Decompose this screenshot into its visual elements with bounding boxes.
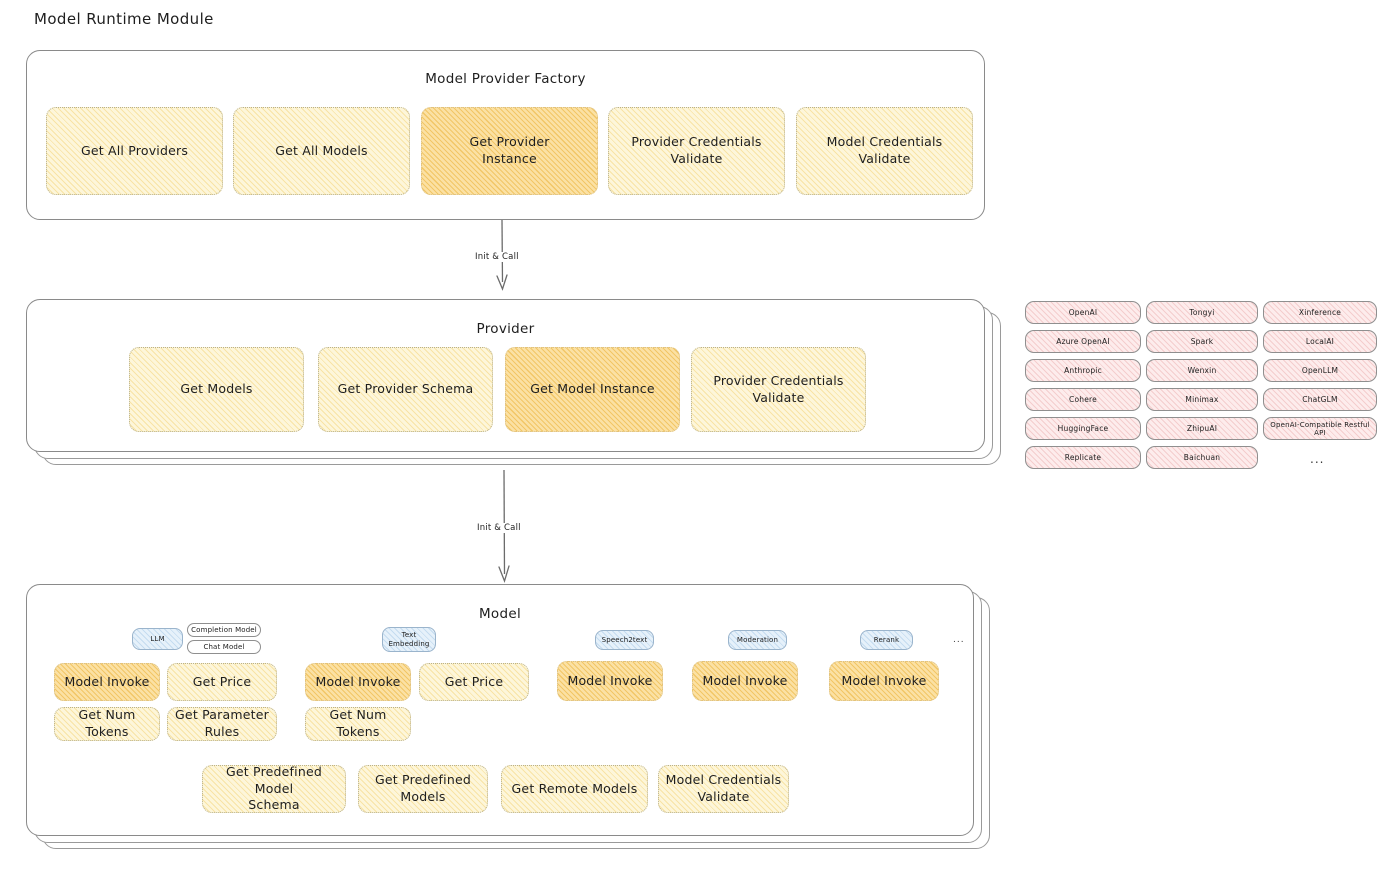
model-llm-method-model-invoke-highlight[interactable]: Model Invoke bbox=[54, 663, 160, 701]
provider-chip-zhipuai[interactable]: ZhipuAI bbox=[1146, 417, 1258, 440]
model-embedding-method-model-invoke[interactable]: Model Invoke bbox=[305, 663, 411, 701]
model-llm-method-get-num-tokens[interactable]: Get Num Tokens bbox=[54, 707, 160, 741]
factory-node-model-credentials-validate[interactable]: Model Credentials Validate bbox=[796, 107, 973, 195]
model-llm-method-get-price[interactable]: Get Price bbox=[167, 663, 277, 701]
connector-provider-to-model bbox=[482, 469, 526, 590]
provider-node-get-provider-schema[interactable]: Get Provider Schema bbox=[318, 347, 493, 432]
model-llm-method-get-parameter-rules[interactable]: Get Parameter Rules bbox=[167, 707, 277, 741]
model-provider-factory-title: Model Provider Factory bbox=[425, 71, 586, 87]
model-title: Model bbox=[478, 606, 522, 622]
factory-node-get-provider-instance[interactable]: Get Provider Instance bbox=[421, 107, 598, 195]
model-moderation-method-model-invoke[interactable]: Model Invoke bbox=[692, 661, 798, 701]
provider-chip-wenxin[interactable]: Wenxin bbox=[1146, 359, 1258, 382]
model-rerank-method-model-invoke[interactable]: Model Invoke bbox=[829, 661, 939, 701]
factory-node-provider-credentials-validate[interactable]: Provider Credentials Validate bbox=[608, 107, 785, 195]
model-shared-method-get-remote-models[interactable]: Get Remote Models bbox=[501, 765, 648, 813]
page-title: Model Runtime Module bbox=[34, 10, 214, 28]
model-speech2text-method-model-invoke[interactable]: Model Invoke bbox=[557, 661, 663, 701]
model-type-pill-text-embedding[interactable]: Text Embedding bbox=[382, 627, 436, 652]
provider-list-ellipsis: ... bbox=[1310, 452, 1325, 466]
provider-chip-anthropic[interactable]: Anthropic bbox=[1025, 359, 1141, 382]
connector-label-init-call-bottom: Init & Call bbox=[474, 523, 524, 533]
model-type-pill-moderation[interactable]: Moderation bbox=[728, 630, 787, 650]
model-provider-factory-container: Model Provider Factory Get All Providers… bbox=[26, 50, 985, 220]
provider-chip-cohere[interactable]: Cohere bbox=[1025, 388, 1141, 411]
provider-chip-chatglm[interactable]: ChatGLM bbox=[1263, 388, 1377, 411]
arrow-down-icon bbox=[498, 469, 510, 583]
provider-chip-spark[interactable]: Spark bbox=[1146, 330, 1258, 353]
provider-chip-tongyi[interactable]: Tongyi bbox=[1146, 301, 1258, 324]
provider-node-provider-credentials-validate[interactable]: Provider Credentials Validate bbox=[691, 347, 866, 432]
model-type-pill-completion-model[interactable]: Completion Model bbox=[187, 623, 261, 637]
provider-title: Provider bbox=[476, 321, 535, 337]
connector-label-init-call-top: Init & Call bbox=[472, 252, 522, 262]
model-shared-method-get-predefined-models[interactable]: Get Predefined Models bbox=[358, 765, 488, 813]
provider-chip-localai[interactable]: LocalAI bbox=[1263, 330, 1377, 353]
model-embedding-method-get-num-tokens[interactable]: Get Num Tokens bbox=[305, 707, 411, 741]
connector-factory-to-provider bbox=[480, 219, 524, 300]
provider-container: Provider Get Models Get Provider Schema … bbox=[26, 299, 985, 452]
provider-chip-openai[interactable]: OpenAI bbox=[1025, 301, 1141, 324]
provider-chip-azure-openai[interactable]: Azure OpenAI bbox=[1025, 330, 1141, 353]
provider-chip-minimax[interactable]: Minimax bbox=[1146, 388, 1258, 411]
model-container: Model LLM Completion Model Chat Model Te… bbox=[26, 584, 974, 836]
provider-chip-xinference[interactable]: Xinference bbox=[1263, 301, 1377, 324]
provider-node-get-model-instance[interactable]: Get Model Instance bbox=[505, 347, 680, 432]
provider-chip-baichuan[interactable]: Baichuan bbox=[1146, 446, 1258, 469]
model-embedding-method-get-price[interactable]: Get Price bbox=[419, 663, 529, 701]
model-type-pill-rerank[interactable]: Rerank bbox=[860, 630, 913, 650]
model-shared-method-get-predefined-model-schema[interactable]: Get Predefined Model Schema bbox=[202, 764, 346, 813]
provider-chip-replicate[interactable]: Replicate bbox=[1025, 446, 1141, 469]
provider-chip-openai-compatible-restful-api[interactable]: OpenAI-Compatible Restful API bbox=[1263, 417, 1377, 440]
model-type-pill-llm[interactable]: LLM bbox=[132, 628, 183, 650]
provider-node-get-models[interactable]: Get Models bbox=[129, 347, 304, 432]
factory-node-get-all-models[interactable]: Get All Models bbox=[233, 107, 410, 195]
factory-node-get-all-providers[interactable]: Get All Providers bbox=[46, 107, 223, 195]
model-types-ellipsis: ... bbox=[953, 635, 965, 645]
model-shared-method-model-credentials-validate[interactable]: Model Credentials Validate bbox=[658, 765, 789, 813]
provider-chip-huggingface[interactable]: HuggingFace bbox=[1025, 417, 1141, 440]
model-type-pill-speech2text[interactable]: Speech2text bbox=[595, 630, 654, 650]
arrow-down-icon bbox=[496, 219, 508, 291]
provider-chip-openllm[interactable]: OpenLLM bbox=[1263, 359, 1377, 382]
model-type-pill-chat-model[interactable]: Chat Model bbox=[187, 640, 261, 654]
